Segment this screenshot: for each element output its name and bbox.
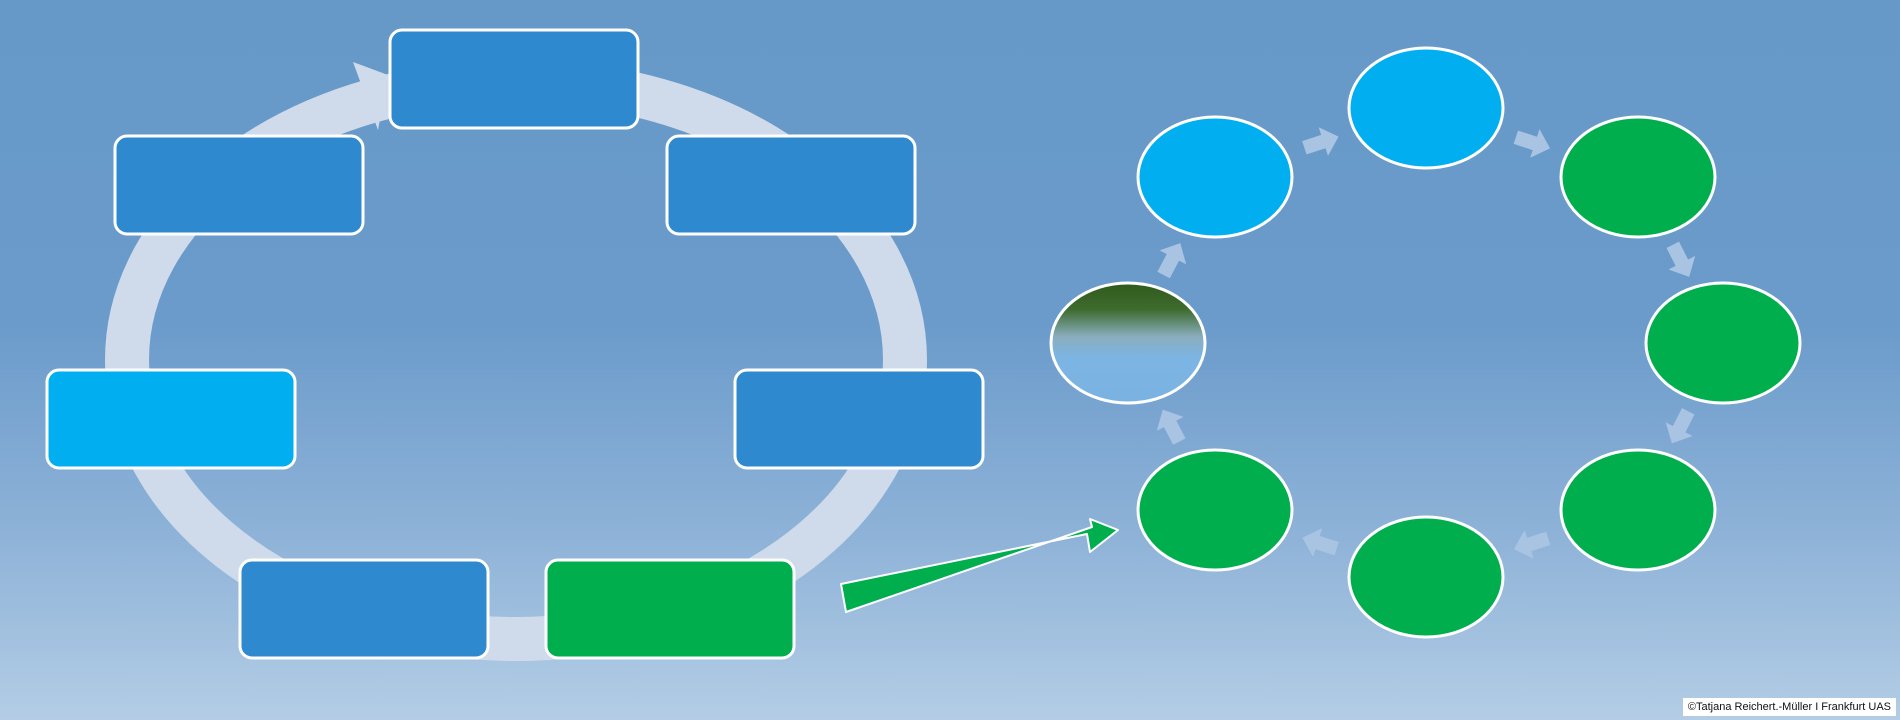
cycle-step-arrow	[1666, 241, 1696, 277]
cycle-step-arrow	[1665, 408, 1695, 444]
cycle-step-arrow	[1156, 409, 1186, 445]
cycle-box-top	[388, 28, 640, 130]
cycle-step-arrow	[1513, 129, 1551, 158]
transition-arrow	[840, 518, 1119, 613]
cycle-box-upper-right	[665, 134, 917, 236]
node-upper-left	[1136, 115, 1294, 239]
cycle-box-bottom-right	[544, 558, 796, 660]
node-right	[1644, 281, 1802, 405]
node-lower-right	[1559, 448, 1717, 572]
right-cycle	[1049, 46, 1802, 639]
node-upper-right	[1559, 115, 1717, 239]
cycle-step-arrow	[1302, 528, 1339, 557]
cycle-box-bottom-left	[238, 558, 490, 660]
cycle-step-arrow	[1302, 127, 1339, 156]
copyright-label: ©Tatjana Reichert.-Müller I Frankfurt UA…	[1682, 698, 1896, 716]
cycle-box-middle-right	[733, 368, 985, 470]
cycle-ring-arrowhead	[353, 62, 388, 130]
cycle-step-arrow	[1157, 243, 1187, 279]
node-top	[1347, 46, 1505, 170]
node-lower-left	[1136, 448, 1294, 572]
node-left	[1049, 281, 1207, 405]
node-bottom	[1347, 515, 1505, 639]
cycle-box-upper-left	[113, 134, 365, 236]
cycle-step-arrow	[1513, 530, 1551, 559]
cycle-box-middle-left	[45, 368, 297, 470]
left-cycle	[45, 28, 985, 661]
